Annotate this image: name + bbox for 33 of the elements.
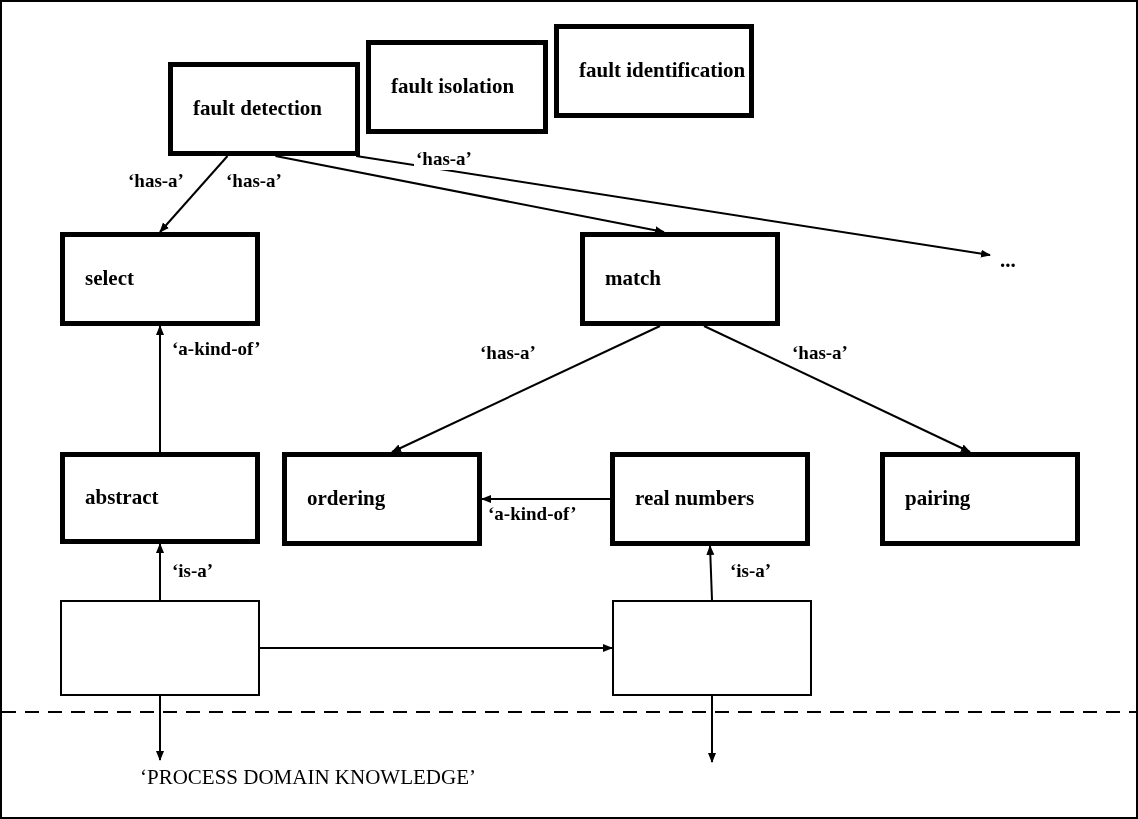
section-label: ‘PROCESS DOMAIN KNOWLEDGE’: [140, 764, 476, 790]
arrow: [159, 155, 229, 233]
concept-box: [610, 452, 810, 546]
concept-box: [168, 62, 360, 156]
concept-box: [282, 452, 482, 546]
arrow: [156, 543, 164, 601]
concept-box: [580, 232, 780, 326]
arrow: [703, 325, 971, 453]
concept-box: [366, 40, 548, 134]
node-label: match: [604, 267, 661, 291]
arrow: [391, 325, 661, 453]
node-label: select: [84, 267, 134, 291]
arrow: [706, 545, 715, 601]
node-label: pairing: [904, 487, 971, 511]
node-label: real numbers: [634, 487, 755, 511]
arrow: [259, 644, 613, 652]
concept-box: [554, 24, 754, 118]
arrow: [156, 695, 164, 761]
concept-box: [880, 452, 1080, 546]
node-label: fault identification: [578, 59, 746, 83]
node-label: ordering: [306, 487, 386, 511]
arrow: [481, 495, 611, 503]
node-label: fault detection: [192, 97, 322, 121]
ellipsis-text: ...: [1000, 249, 1016, 273]
arrow: [355, 155, 991, 258]
empty-box: [60, 600, 260, 696]
arrow: [156, 325, 164, 453]
concept-box: [60, 232, 260, 326]
empty-box: [612, 600, 812, 696]
arrow: [708, 695, 716, 763]
node-label: abstract: [84, 486, 159, 510]
concept-box: [60, 452, 260, 544]
node-label: fault isolation: [390, 75, 515, 99]
